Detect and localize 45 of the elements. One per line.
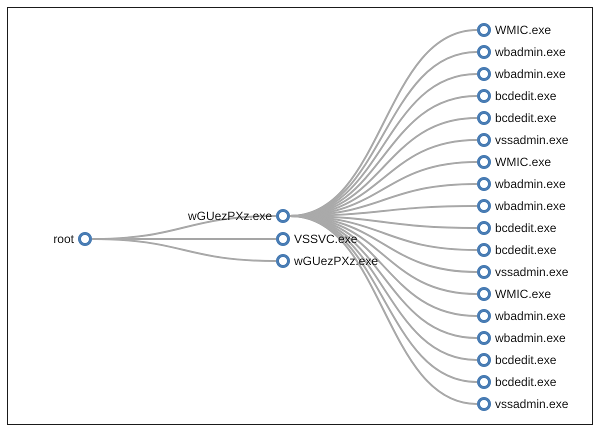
node-circle bbox=[477, 265, 491, 279]
node-circle bbox=[477, 23, 491, 37]
node-circle bbox=[276, 209, 290, 223]
node-circle bbox=[477, 133, 491, 147]
node-circle bbox=[477, 331, 491, 345]
node-label: wGUezPXz.exe bbox=[188, 209, 272, 223]
node-circle bbox=[477, 45, 491, 59]
node-label: wGUezPXz.exe bbox=[294, 254, 378, 268]
node-label: WMIC.exe bbox=[495, 23, 552, 37]
node-circle bbox=[477, 375, 491, 389]
node-label: bcdedit.exe bbox=[495, 221, 556, 235]
node-label: vssadmin.exe bbox=[495, 133, 568, 147]
node-label: bcdedit.exe bbox=[495, 375, 556, 389]
node-circle bbox=[477, 243, 491, 257]
node-circle bbox=[78, 232, 92, 246]
node-label: wbadmin.exe bbox=[495, 177, 566, 191]
node-label: wbadmin.exe bbox=[495, 67, 566, 81]
node-label: VSSVC.exe bbox=[294, 232, 358, 246]
node-circle bbox=[477, 287, 491, 301]
node-label: wbadmin.exe bbox=[495, 199, 566, 213]
node-label: WMIC.exe bbox=[495, 155, 552, 169]
node-label: wbadmin.exe bbox=[495, 309, 566, 323]
node-circle bbox=[477, 111, 491, 125]
node-label: vssadmin.exe bbox=[495, 265, 568, 279]
node-circle bbox=[477, 309, 491, 323]
node-circle bbox=[477, 89, 491, 103]
node-circle bbox=[477, 199, 491, 213]
node-circle bbox=[276, 254, 290, 268]
node-label: wbadmin.exe bbox=[495, 45, 566, 59]
node-label: root bbox=[53, 232, 74, 246]
node-label: bcdedit.exe bbox=[495, 111, 556, 125]
node-circle bbox=[477, 67, 491, 81]
node-label: bcdedit.exe bbox=[495, 353, 556, 367]
node-circle bbox=[477, 221, 491, 235]
node-label: bcdedit.exe bbox=[495, 89, 556, 103]
node-circle bbox=[276, 232, 290, 246]
node-circle bbox=[477, 155, 491, 169]
node-circle bbox=[477, 397, 491, 411]
node-label: WMIC.exe bbox=[495, 287, 552, 301]
node-circle bbox=[477, 177, 491, 191]
node-label: wbadmin.exe bbox=[495, 331, 566, 345]
tree-link bbox=[92, 238, 276, 262]
node-label: vssadmin.exe bbox=[495, 397, 568, 411]
node-label: bcdedit.exe bbox=[495, 243, 556, 257]
node-circle bbox=[477, 353, 491, 367]
